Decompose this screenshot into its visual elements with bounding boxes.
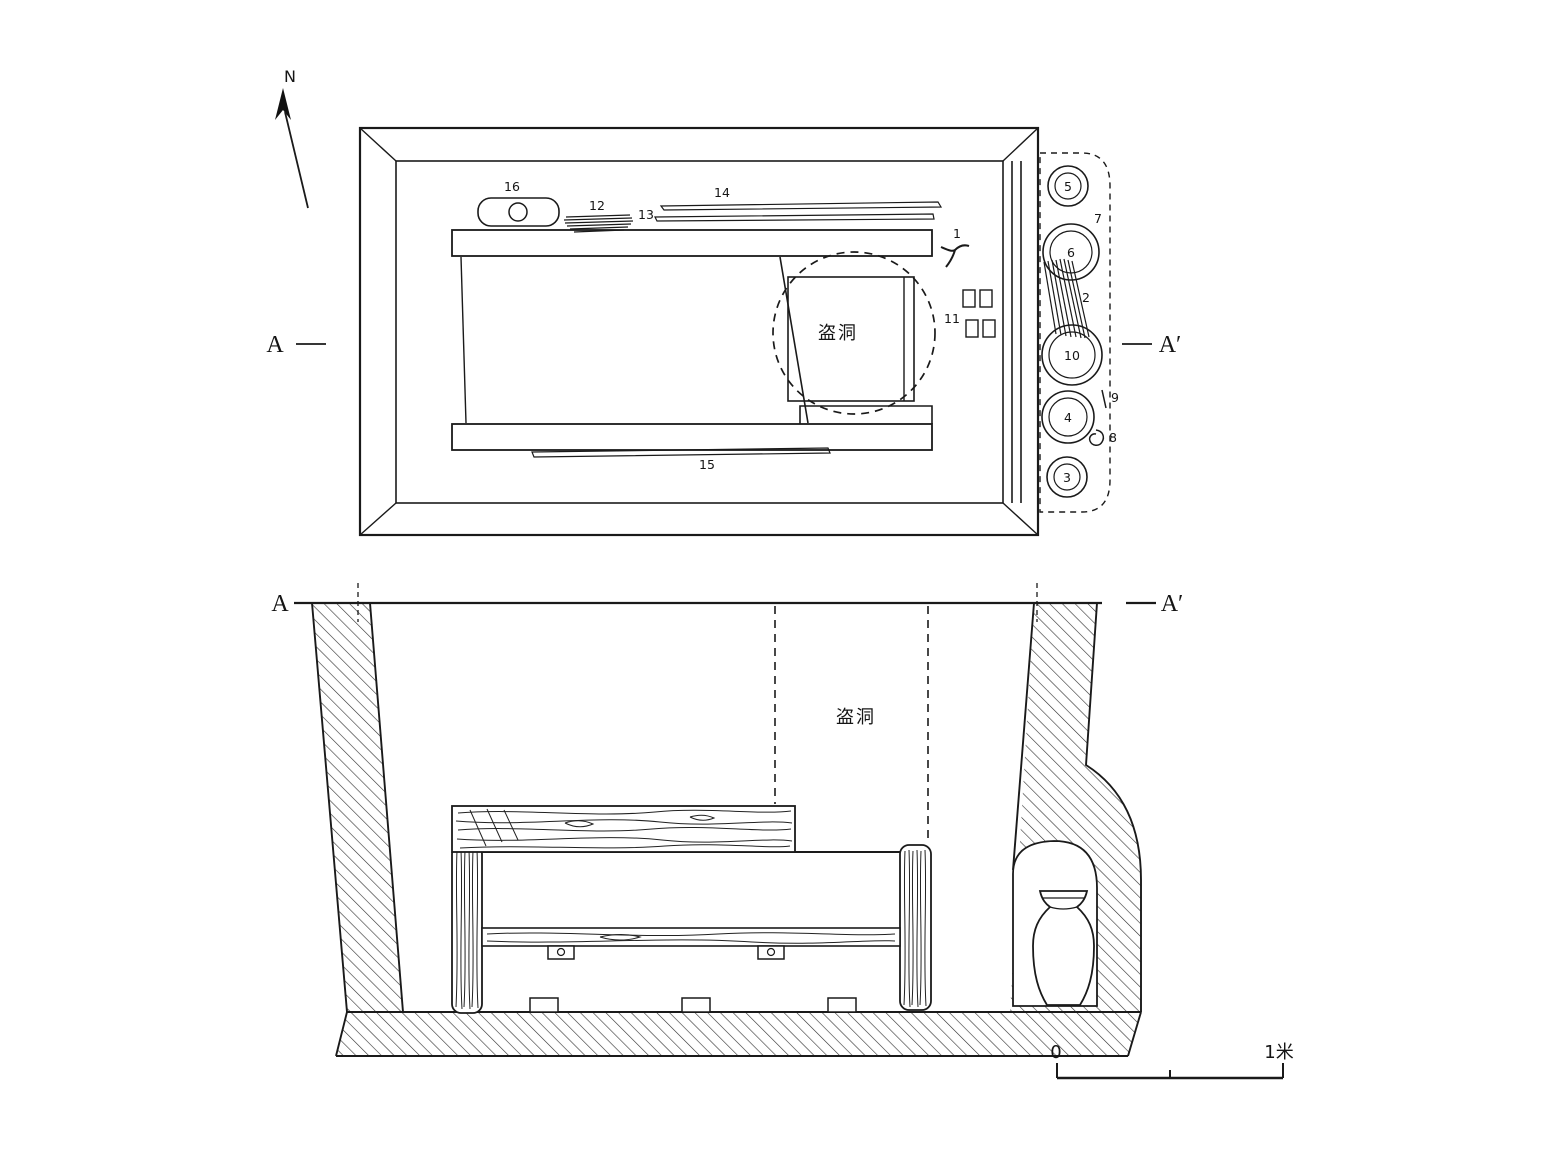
north-arrow-shaft	[284, 111, 309, 209]
niche-item-9	[1101, 389, 1107, 409]
niche-jar	[1032, 890, 1095, 1006]
robber-hole-circle	[772, 251, 936, 415]
floor-hatch	[336, 1012, 1141, 1056]
plan-pit-outline	[358, 126, 1040, 537]
section-marker-a-prime: A′	[1161, 591, 1184, 617]
floor-plank-grain	[486, 932, 896, 944]
section-robber-hole: 盗洞	[774, 606, 929, 843]
section-boundaries	[311, 602, 1142, 1057]
coffin-divider	[779, 256, 809, 424]
artifact-12-comb	[563, 214, 634, 233]
plan-artifacts	[477, 197, 996, 458]
label-3: 3	[1063, 470, 1071, 485]
label-13: 13	[638, 207, 654, 222]
section-niche	[1012, 840, 1098, 1007]
artifact-11-plaques	[962, 289, 996, 338]
north-label: N	[284, 67, 296, 86]
label-5: 5	[1064, 179, 1072, 194]
section-coffin	[451, 805, 932, 1014]
label-6: 6	[1067, 245, 1075, 260]
label-1: 1	[953, 226, 961, 241]
niche-item-8	[1088, 429, 1105, 446]
niche-vessels	[1041, 165, 1103, 498]
north-arrow-head	[275, 88, 291, 120]
niche-outline	[1039, 152, 1111, 513]
label-12: 12	[589, 198, 605, 213]
chamber-north-wall	[451, 229, 933, 257]
coffin-supports	[529, 945, 857, 1013]
label-2: 2	[1082, 290, 1090, 305]
chamber-step	[799, 405, 933, 424]
scale-unit: 1米	[1264, 1042, 1293, 1063]
section-robber-hole-label: 盗洞	[836, 707, 876, 728]
label-9: 9	[1111, 390, 1119, 405]
plan-view: A A′ 盗洞	[266, 126, 1181, 537]
coffin-west-edge	[460, 256, 467, 424]
head-box	[787, 276, 915, 402]
plan-robber-hole: 盗洞	[772, 251, 936, 415]
plan-robber-hole-label: 盗洞	[818, 323, 858, 344]
cover-plank-grain	[455, 808, 793, 849]
label-4: 4	[1064, 410, 1072, 425]
plan-marker-a-prime: A′	[1159, 332, 1182, 358]
plan-marker-a: A	[266, 332, 284, 358]
label-10: 10	[1064, 348, 1080, 363]
plan-artifact-labels: 1 2 3 4 5 6 7 8 9 10 11 12 13 14 15 16	[504, 179, 1119, 485]
artifact-13-rod	[654, 213, 935, 222]
plan-niche	[1039, 152, 1111, 513]
label-15: 15	[699, 457, 715, 472]
scale-zero: 0	[1050, 1042, 1061, 1063]
north-arrow: N	[275, 67, 309, 209]
plan-section-line: A A′	[266, 332, 1181, 358]
west-wall-hatch	[312, 603, 403, 1012]
scale-bar: 0 1米	[1050, 1042, 1294, 1080]
coffin-floor-plank	[481, 927, 901, 947]
label-11: 11	[944, 311, 960, 326]
label-8: 8	[1109, 430, 1117, 445]
section-view: A A′	[271, 583, 1294, 1080]
label-16: 16	[504, 179, 520, 194]
section-ground-line: A A′	[271, 583, 1183, 622]
artifact-15-rod	[531, 447, 831, 458]
plan-coffin-chamber	[451, 229, 933, 451]
label-14: 14	[714, 185, 730, 200]
endboard-grain	[455, 849, 927, 1010]
section-marker-a: A	[271, 591, 289, 617]
niche-arrow-bundle	[1043, 258, 1090, 339]
plan-east-plank	[1011, 161, 1022, 503]
artifact-16-box	[477, 197, 560, 227]
artifact-14-rod	[659, 201, 943, 211]
label-7: 7	[1094, 211, 1102, 226]
chamber-south-wall	[451, 423, 933, 451]
artifact-1-hook	[940, 244, 970, 268]
